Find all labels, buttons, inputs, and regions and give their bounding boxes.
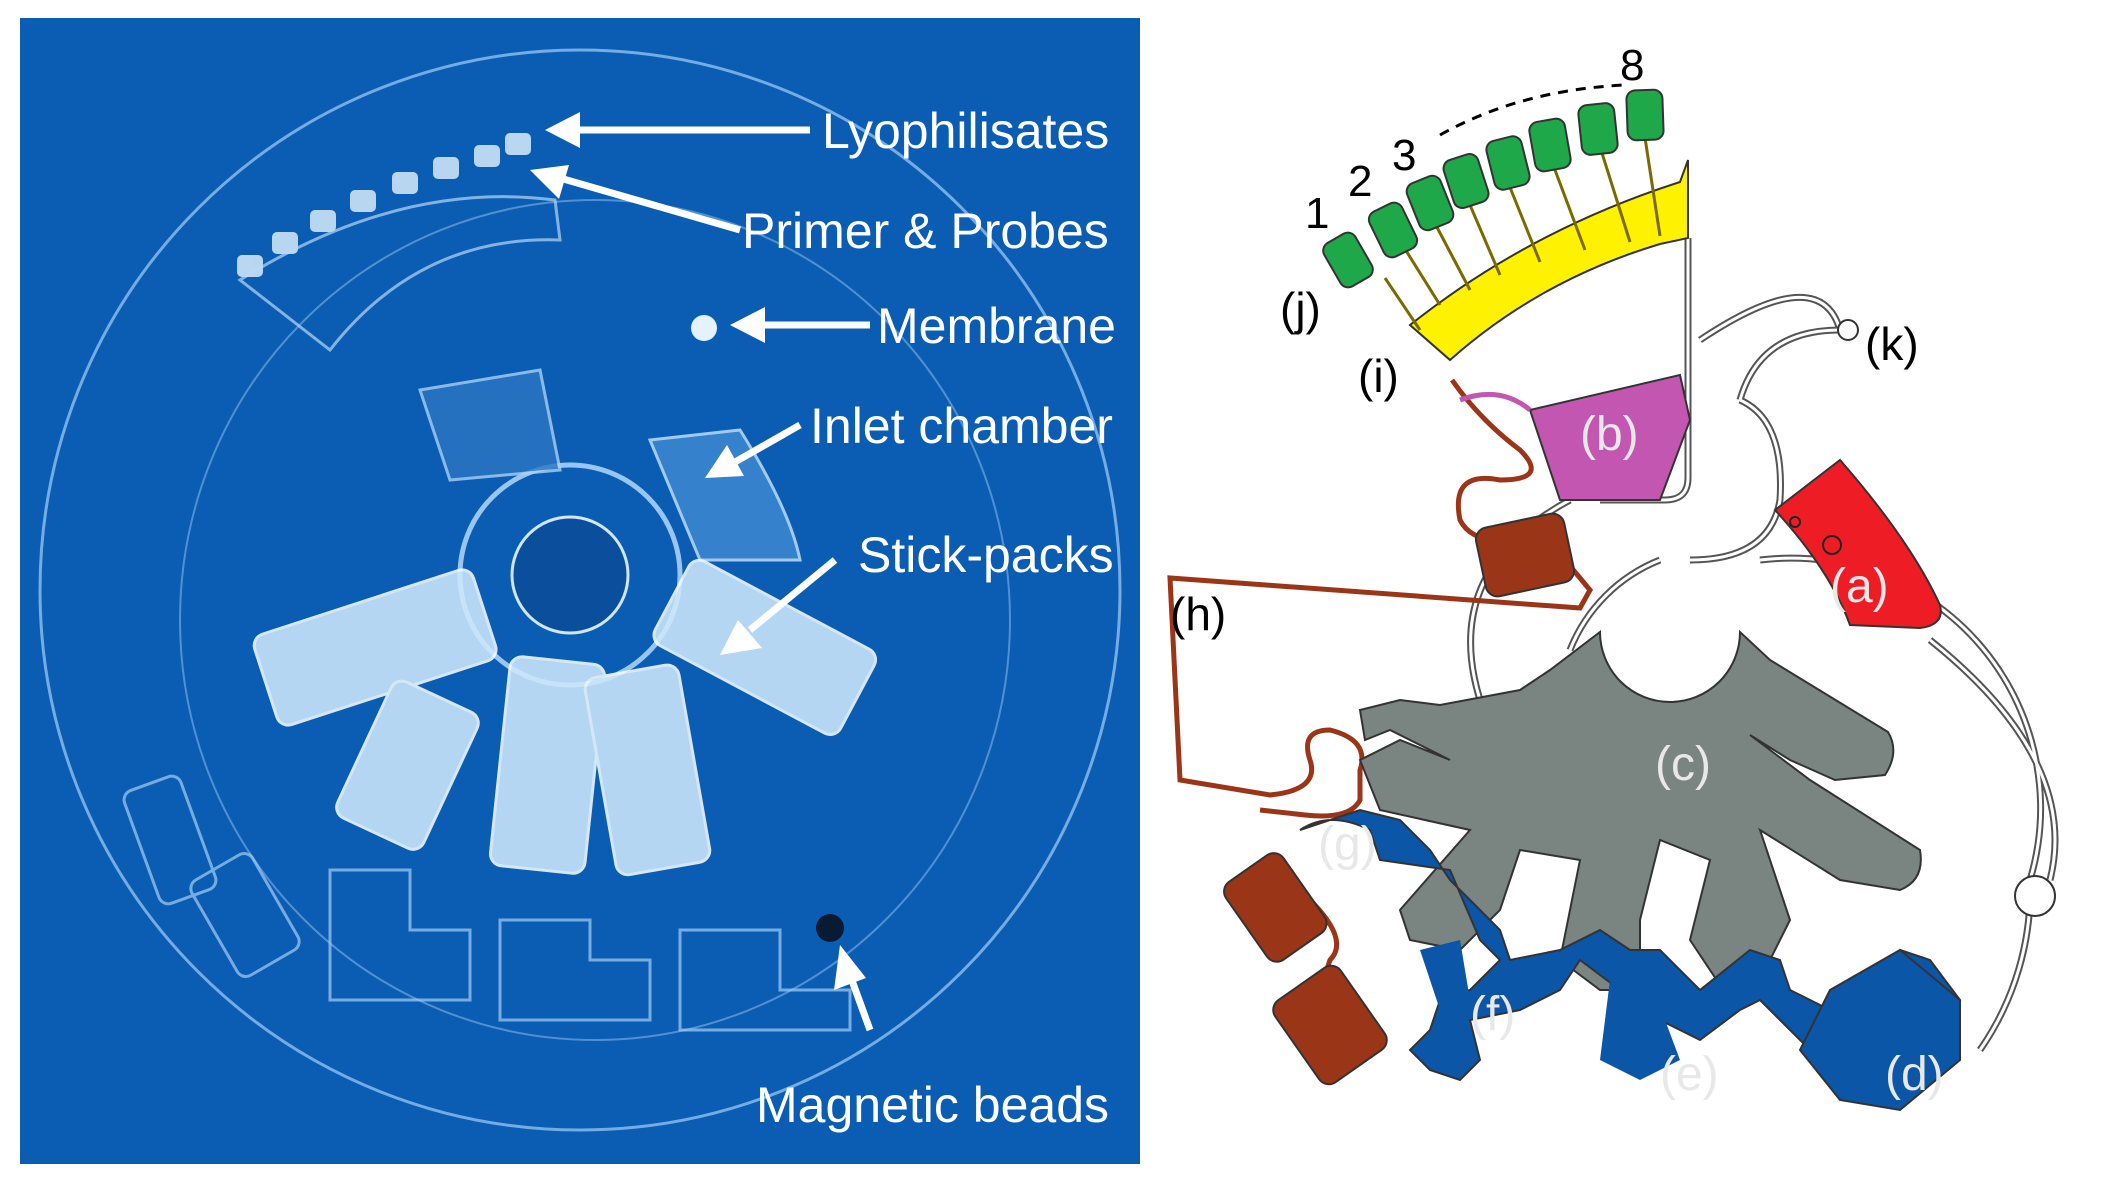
label-membrane: Membrane [877,298,1116,354]
waste-chamber-upper [1474,512,1576,598]
waste-chamber-mid [1223,852,1328,963]
inlet-hole-small [1789,516,1801,528]
reaction-well-3 [1405,174,1455,232]
chamber-k-valve [1837,319,1859,341]
label-b: (b) [1580,408,1639,461]
photo-stick-packs [252,558,878,877]
photo-magnetic-beads [816,914,844,942]
reaction-well-7 [1577,102,1619,156]
photo-channel-arc [237,195,562,353]
label-c: (c) [1655,738,1711,791]
chamber-c-stick-packs [1358,629,1922,991]
reaction-well-4 [1442,153,1490,209]
label-g: (g) [1318,818,1377,871]
photo-lysis-chamber [418,368,562,482]
chamber-circle-right [2014,875,2056,917]
photo-panel: Lyophilisates Primer & Probes Membrane I… [20,18,1140,1164]
reaction-well-5 [1485,135,1531,191]
label-inlet-chamber: Inlet chamber [810,398,1113,454]
reaction-wells [1322,88,1665,289]
reaction-well-6 [1528,117,1572,173]
reaction-well-2 [1367,201,1419,259]
disc-outline [38,48,1122,1132]
label-d: (d) [1885,1048,1944,1101]
label-f: (f) [1470,988,1515,1041]
chamber-f-wash [1420,940,1470,1010]
label-a: (a) [1830,560,1889,613]
schematic-panel: 1 2 3 8 (j) (i) (k) (h) (b) (a) (c) (d) … [1167,41,2059,1112]
photo-membrane-spot [691,315,717,341]
photo-arrows [530,112,874,1032]
waste-chamber-lower [1272,964,1388,1086]
reaction-well-8 [1625,88,1665,142]
label-j: (j) [1280,283,1321,335]
reaction-well-1 [1322,231,1374,289]
label-i: (i) [1358,350,1399,402]
label-magnetic-beads: Magnetic beads [756,1077,1109,1133]
label-e: (e) [1660,1048,1719,1101]
label-lyophilisates: Lyophilisates [822,103,1109,159]
reaction-range-dashes [1439,83,1626,137]
photo-inlet-chamber [647,428,802,562]
chamber-d-wash [1798,948,1961,1112]
label-k: (k) [1865,318,1919,370]
reaction-number-8: 8 [1620,41,1644,90]
inlet-hole-large [1822,535,1842,555]
photo-lower-chambers [122,774,852,1032]
label-stick-packs: Stick-packs [858,527,1114,583]
chamber-a-inlet [1773,458,1942,630]
photo-lyophilisate-wells [237,133,531,277]
reaction-number-3: 3 [1392,131,1416,180]
disc-inner-ring [179,199,1011,1041]
chamber-wash-chain [1299,808,1962,1082]
chamber-b-lysis [1528,373,1692,501]
reaction-number-2: 2 [1348,157,1372,206]
disc-center-hole [510,515,630,635]
lysis-channel [1459,391,1532,412]
reaction-number-1: 1 [1305,189,1329,238]
label-h: (h) [1170,588,1226,640]
chamber-e-wash [1600,980,1680,1080]
label-primer-probes: Primer & Probes [742,203,1109,259]
